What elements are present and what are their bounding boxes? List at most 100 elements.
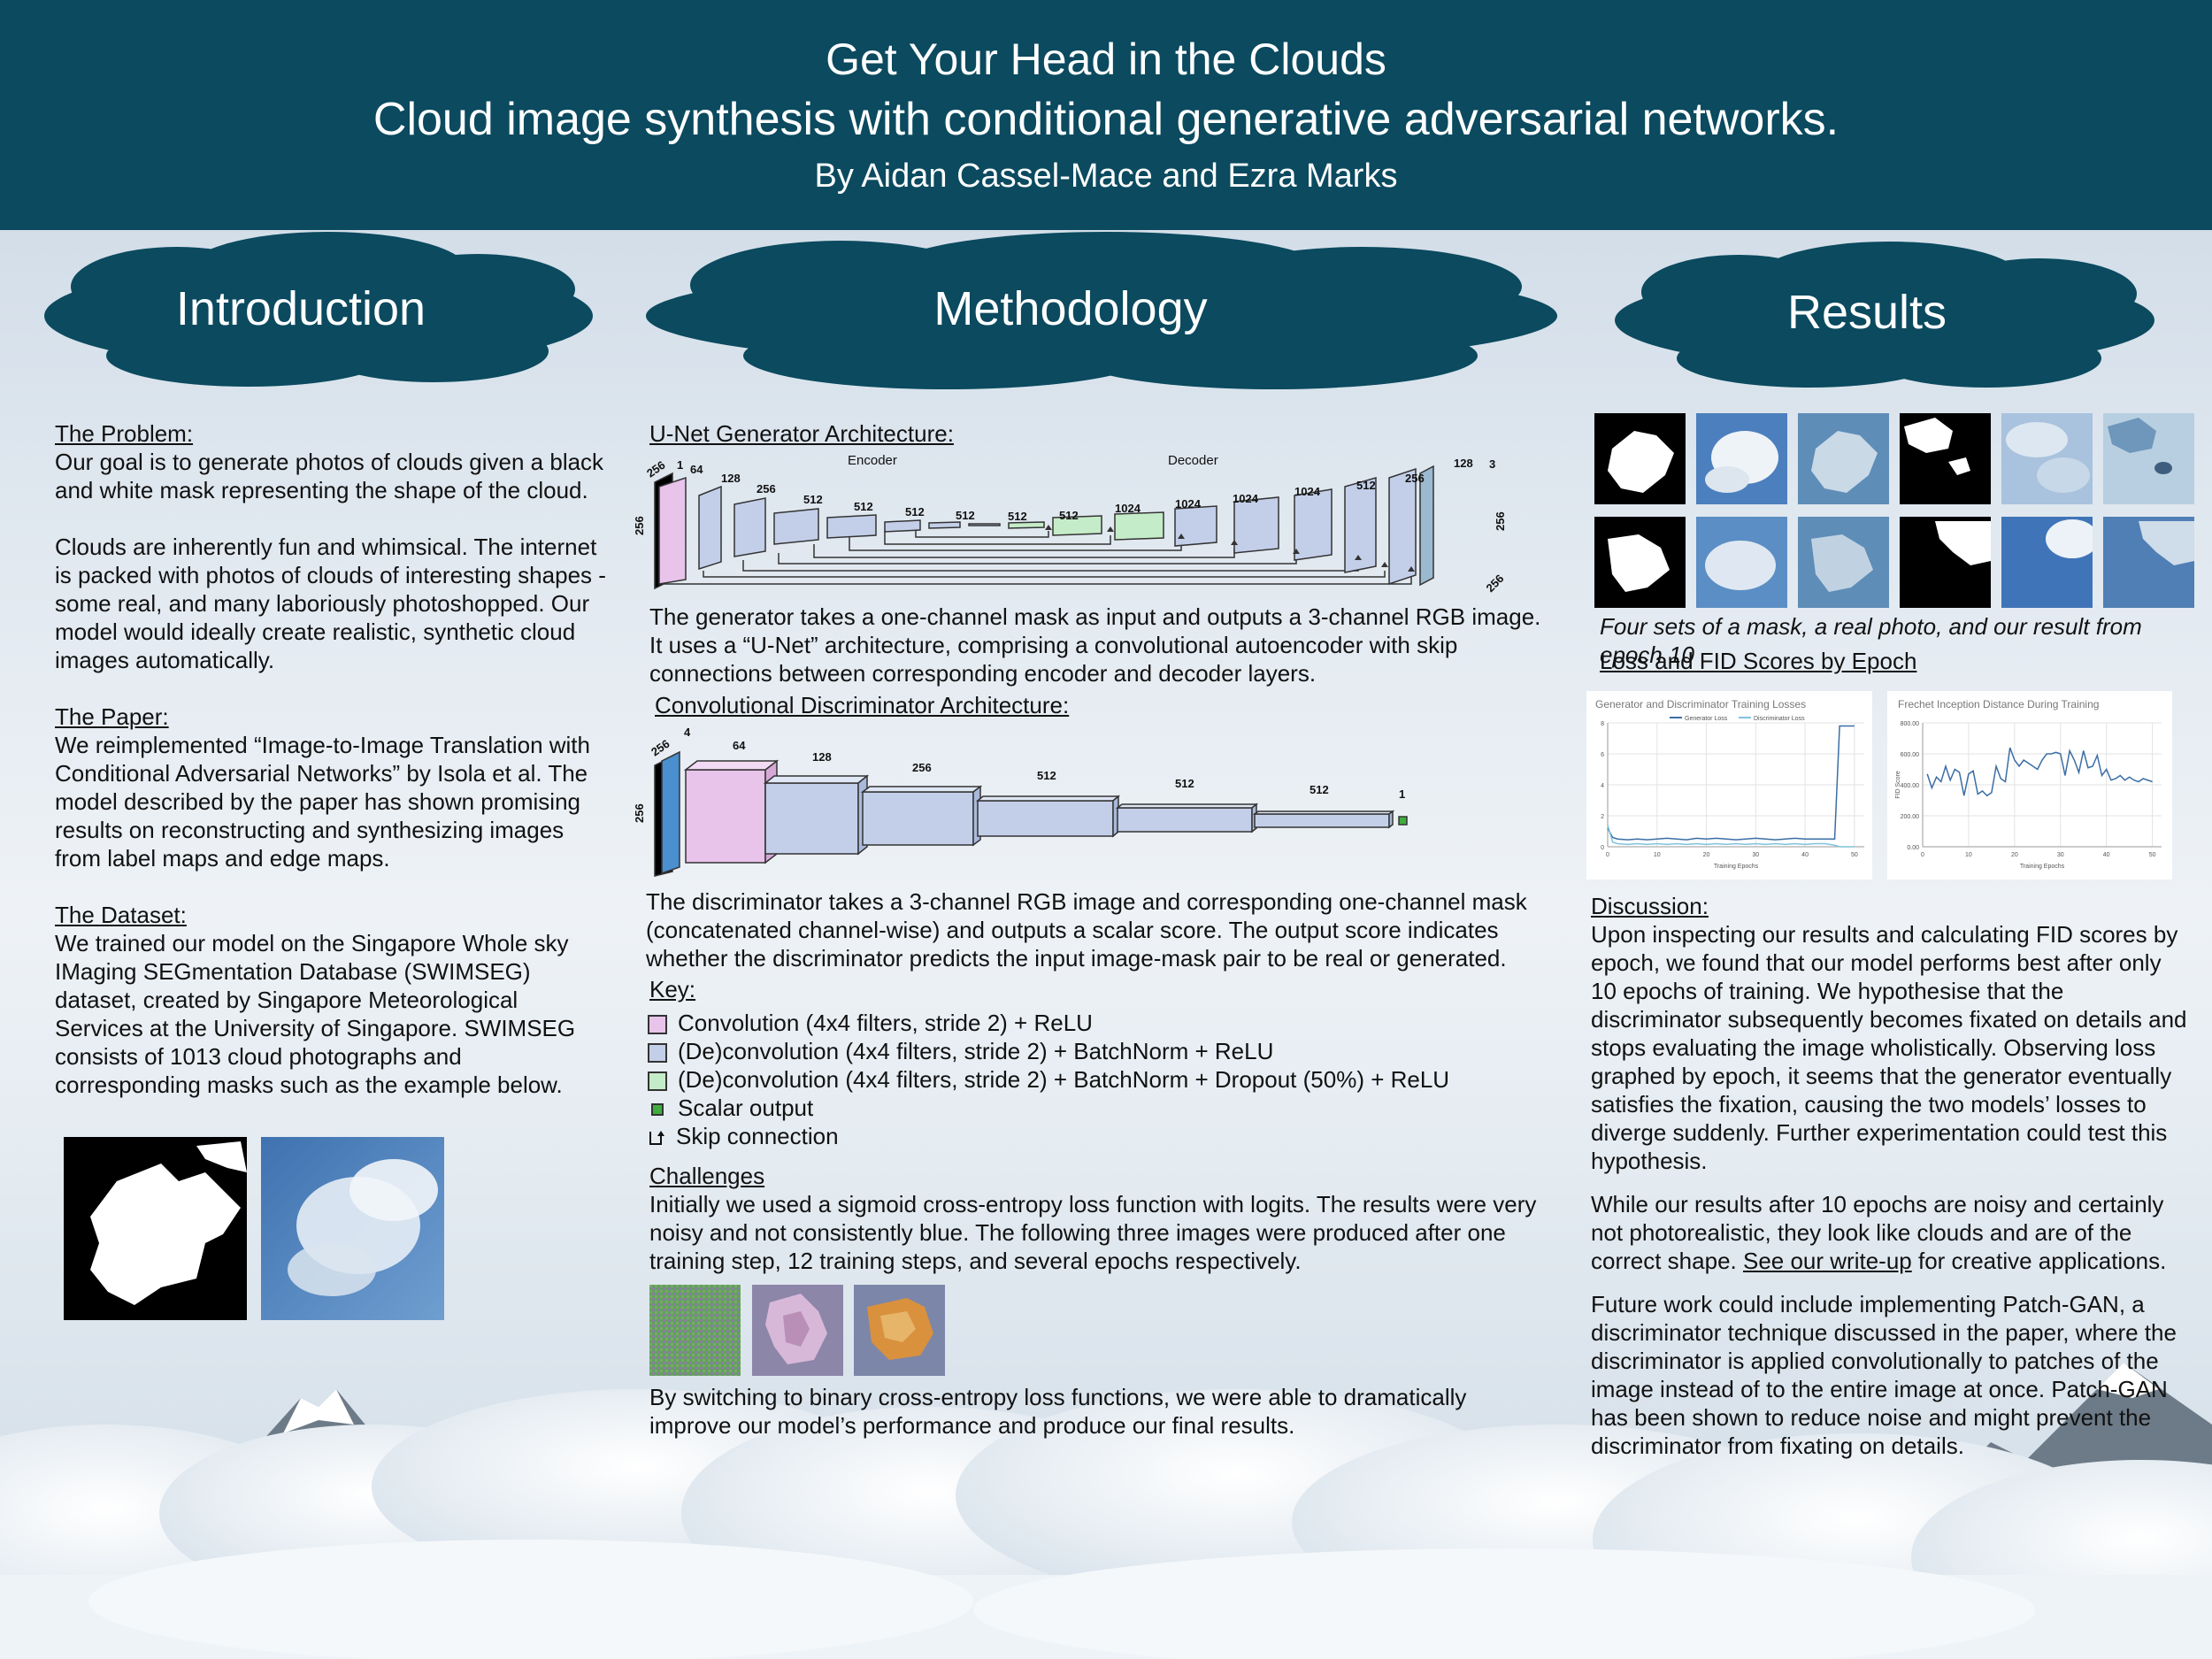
x-tick-label: 20: [2011, 852, 2018, 858]
dataset-mask-image: [64, 1137, 247, 1320]
legend-label-0: Generator Loss: [1685, 716, 1728, 722]
unet-architecture-diagram: Encoder Decoder 256 256 1 64 128 256 512…: [633, 453, 1507, 595]
future-work-text: Future work could include implementing P…: [1591, 1291, 2177, 1459]
challenges-heading: Challenges: [649, 1163, 765, 1189]
unet-dec-block-1: [1008, 521, 1045, 529]
discussion-body: Discussion: Upon inspecting our results …: [1591, 892, 2193, 1460]
result-mask-4: [1900, 517, 1991, 608]
problem-text: Our goal is to generate photos of clouds…: [55, 449, 604, 503]
disc-label-1: 64: [733, 739, 746, 752]
fun-text: Clouds are inherently fun and whimsical.…: [55, 534, 606, 673]
y-tick-label: 0.00: [1907, 845, 1919, 851]
unet-enc-block-7: [928, 521, 961, 529]
unet-output-channels: 3: [1489, 457, 1495, 471]
poster-title: Get Your Head in the Clouds: [826, 35, 1386, 84]
x-axis-label: Training Epochs: [1714, 864, 1759, 870]
disc-block-1: [685, 769, 766, 864]
fid-chart-panel: Frechet Inception Distance During Traini…: [1887, 691, 2172, 879]
disc-block-2: [764, 782, 859, 855]
key-item-conv: Convolution (4x4 filters, stride 2) + Re…: [648, 1010, 1093, 1038]
unet-dec-block-2: [1052, 515, 1102, 536]
unet-dec-block-4: [1174, 505, 1217, 547]
x-tick-label: 0: [1606, 852, 1609, 858]
unet-enc-label-8: 512: [1008, 510, 1027, 523]
results-image-grid: [1594, 413, 2194, 608]
result-generated-4: [2103, 517, 2194, 608]
dataset-text: We trained our model on the Singapore Wh…: [55, 930, 576, 1098]
key-heading: Key:: [649, 976, 696, 1002]
y-tick-label: 400.00: [1901, 783, 1920, 789]
result-generated-1: [1798, 413, 1889, 504]
unet-dec-label-2: 1024: [1115, 502, 1141, 515]
y-tick-label: 200.00: [1901, 814, 1920, 820]
poster-header: Get Your Head in the Clouds Cloud image …: [0, 0, 2212, 230]
x-axis-label: Training Epochs: [2020, 864, 2065, 870]
unet-enc-block-3: [733, 497, 766, 557]
y-tick-label: 6: [1601, 752, 1604, 758]
dataset-photo-image: [261, 1137, 444, 1320]
final-loss-text: By switching to binary cross-entropy los…: [649, 1384, 1467, 1439]
y-tick-label: 4: [1601, 783, 1604, 789]
paper-text: We reimplemented “Image-to-Image Transla…: [55, 732, 590, 872]
unet-dec-label-6: 512: [1356, 479, 1376, 492]
y-tick-label: 600.00: [1901, 752, 1920, 758]
unet-enc-label-1: 64: [690, 463, 703, 476]
y-tick-label: 0: [1601, 845, 1604, 851]
unet-dec-label-8: 128: [1454, 457, 1473, 470]
unet-output-width: 256: [1484, 572, 1507, 595]
x-tick-label: 40: [1801, 852, 1809, 858]
methodology-cloud-shape: [646, 232, 1557, 389]
discriminator-architecture-diagram: 256 256 4 64 128 256 512 512 512 1: [633, 726, 1408, 877]
x-tick-label: 40: [2103, 852, 2110, 858]
unet-enc-label-4: 512: [803, 493, 823, 506]
loss-chart-title: Generator and Discriminator Training Los…: [1595, 698, 1807, 710]
unet-dec-label-4: 1024: [1233, 492, 1259, 505]
poster-authors: By Aidan Cassel-Mace and Ezra Marks: [814, 157, 1398, 195]
disc-label-5: 512: [1175, 777, 1194, 790]
writeup-link[interactable]: See our write-up: [1742, 1248, 1912, 1274]
unet-dec-block-6: [1294, 488, 1333, 561]
y-tick-label: 8: [1601, 721, 1604, 727]
unet-dec-block-7: [1344, 477, 1377, 573]
unet-dec-label-7: 256: [1405, 472, 1425, 485]
unet-input-height: 256: [633, 516, 646, 535]
disc-scalar-output: [1398, 816, 1408, 826]
unet-output-height: 256: [1494, 511, 1507, 531]
key-swatch-scalar: [651, 1103, 664, 1117]
result-photo-1: [1696, 413, 1787, 504]
fid-chart-title: Frechet Inception Distance During Traini…: [1898, 698, 2100, 710]
result-mask-2: [1900, 413, 1991, 504]
key-swatch-conv: [648, 1015, 667, 1035]
introduction-heading: Introduction: [175, 282, 426, 335]
unet-enc-block-5: [826, 514, 877, 539]
x-tick-label: 20: [1703, 852, 1710, 858]
results-cloud-shape: [1615, 242, 2154, 388]
loss-chart-panel: Generator and Discriminator Training Los…: [1586, 691, 1872, 879]
unet-heading: U-Net Generator Architecture:: [649, 420, 954, 447]
series-line-0: [1607, 725, 1855, 841]
methodology-heading: Methodology: [933, 282, 1208, 335]
unet-enc-label-7: 512: [956, 509, 975, 522]
disc-block-4: [977, 800, 1114, 837]
noisy-results-text: While our results after 10 epochs are no…: [1591, 1191, 2167, 1274]
key-swatch-deconv: [648, 1043, 667, 1064]
unet-enc-label-6: 512: [905, 505, 925, 518]
result-photo-3: [1696, 517, 1787, 608]
disc-input-height: 256: [633, 803, 646, 823]
key-item-deconv: (De)convolution (4x4 filters, stride 2) …: [648, 1038, 1273, 1066]
disc-label-7: 1: [1399, 787, 1405, 801]
introduction-body: The Problem: Our goal is to generate pho…: [55, 419, 612, 1099]
discriminator-description: The discriminator takes a 3-channel RGB …: [646, 888, 1527, 972]
y-tick-label: 800.00: [1901, 721, 1920, 727]
x-tick-label: 10: [1654, 852, 1661, 858]
key-item-scalar: Scalar output: [648, 1094, 813, 1123]
unet-dec-label-5: 1024: [1294, 485, 1321, 498]
key-item-skip: Skip connection: [648, 1123, 839, 1151]
disc-block-5: [1117, 807, 1253, 833]
result-generated-3: [1798, 517, 1889, 608]
unet-dec-block-8: [1388, 467, 1417, 586]
x-tick-label: 10: [1965, 852, 1972, 858]
disc-label-3: 256: [912, 761, 932, 774]
